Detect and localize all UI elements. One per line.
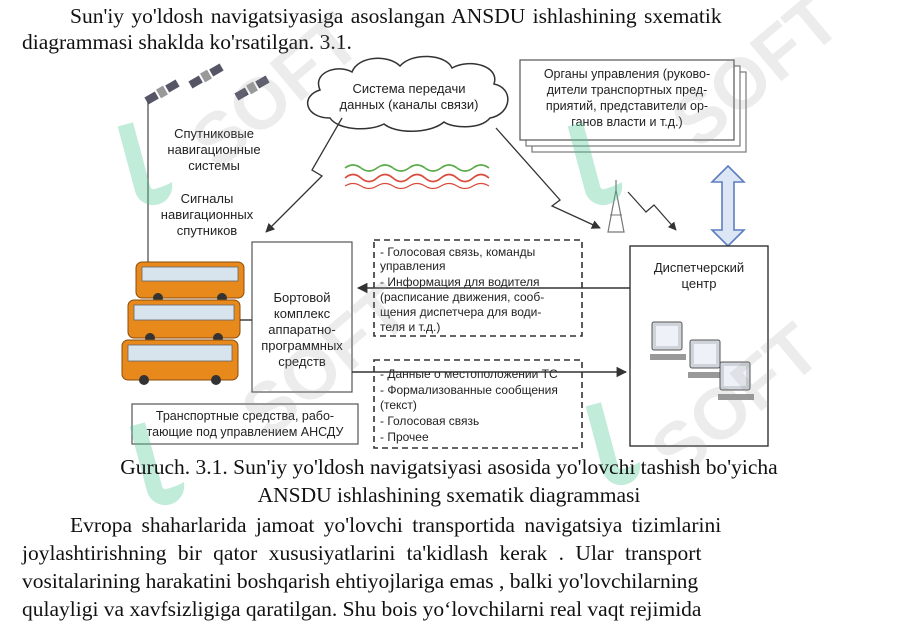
- onboard-complex-box: [251, 241, 353, 393]
- buses-icon: [121, 261, 245, 385]
- antenna-tower-icon: [607, 180, 625, 233]
- to-vehicle-line-3: - Информация для водителя: [380, 275, 539, 289]
- figure-caption-line-1: Guruch. 3.1. Sun'iy yo'ldosh navigatsiya…: [120, 455, 778, 479]
- red-wave: [344, 173, 490, 183]
- to-vehicle-line-6: теля и т.д.): [380, 320, 440, 334]
- to-vehicle-line-4: (расписание движения, сооб-: [380, 290, 544, 304]
- figure-caption-line-2: ANSDU ishlashining sxematik diagrammasi: [257, 483, 641, 507]
- signals-label-3: спутников: [177, 223, 237, 238]
- vehicles-line-1: Транспортные средства, рабо-: [156, 409, 334, 423]
- to-center-line-4: - Голосовая связь: [380, 414, 479, 428]
- to-center-line-1: - Данные о местоположении ТС: [380, 367, 558, 381]
- cloud-title-1: Система передачи: [353, 81, 466, 96]
- data-transmission-cloud: Система передачи данных (каналы связи): [306, 55, 509, 132]
- intro-paragraph: Sun'iy yo'ldosh navigatsiyasiga asoslang…: [0, 0, 898, 60]
- to-center-line-2: - Формализованные сообщения: [380, 383, 558, 397]
- dispatch-line-2: центр: [682, 276, 717, 291]
- authorities-line-4: ганов власти и т.д.): [571, 115, 682, 129]
- green-wave: [344, 164, 490, 172]
- vehicles-line-2: тающие под управлением АНСДУ: [147, 425, 344, 439]
- to-vehicle-line-2: управления: [380, 259, 445, 273]
- authorities-box: Органы управления (руково- дители трансп…: [519, 59, 747, 153]
- signals-label-1: Сигналы: [181, 191, 234, 206]
- to-vehicle-line-1: - Голосовая связь, команды: [380, 245, 535, 259]
- body-line-2: joylashtirishning bir qator xususiyatlar…: [22, 540, 868, 566]
- tower-link: [627, 191, 677, 231]
- body-line-1-text: Evropa shaharlarida jamoat yo'lovchi tra…: [70, 513, 722, 537]
- to-center-box: [373, 359, 583, 449]
- computers-icon: [650, 321, 754, 400]
- cloud-to-onboard-link: [265, 117, 343, 233]
- onboard-line-4: программных: [261, 338, 343, 353]
- body-line-2-text: joylashtirishning bir qator xususiyatlar…: [22, 541, 702, 565]
- cloud-title-2: данных (каналы связи): [340, 97, 479, 112]
- to-vehicle-line-5: щения диспетчера для води-: [380, 305, 541, 319]
- authorities-line-1: Органы управления (руково-: [544, 67, 710, 81]
- satellites-label-2: навигационные: [167, 142, 260, 157]
- satellites-label-1: Спутниковые: [174, 126, 254, 141]
- to-center-line-5: - Прочее: [380, 430, 429, 444]
- onboard-line-2: комплекс: [274, 306, 331, 321]
- red-wave-2: [344, 182, 490, 190]
- intro-line-1-text: Sun'iy yo'ldosh navigatsiyasiga asoslang…: [70, 4, 722, 28]
- body-line-4: qulayligi va xavfsizligiga qaratilgan. S…: [22, 596, 868, 622]
- body-line-1: Evropa shaharlarida jamoat yo'lovchi tra…: [70, 512, 868, 538]
- cloud-to-center-link: [495, 127, 601, 229]
- vehicles-box: [131, 403, 359, 445]
- body-line-3-text: vositalarining harakatini boshqarish eht…: [22, 569, 699, 593]
- dispatch-line-1: Диспетчерский: [654, 260, 744, 275]
- body-line-3: vositalarining harakatini boshqarish eht…: [22, 568, 868, 594]
- intro-line-1: Sun'iy yo'ldosh navigatsiyasiga asoslang…: [70, 3, 868, 29]
- onboard-line-5: средств: [278, 354, 326, 369]
- authorities-line-2: дители транспортных пред-: [547, 83, 708, 97]
- to-center-line-3: (текст): [380, 398, 417, 412]
- satellites-label-3: системы: [188, 158, 240, 173]
- signals-label-2: навигационных: [161, 207, 254, 222]
- onboard-line-3: аппаратно-: [268, 322, 335, 337]
- authorities-line-3: приятий, представители ор-: [546, 99, 708, 113]
- onboard-line-1: Бортовой: [274, 290, 331, 305]
- intro-line-2: diagrammasi shakldа ko'rsatilgan. 3.1.: [22, 30, 352, 54]
- authorities-center-double-arrow: [710, 164, 746, 248]
- body-line-4-text: qulayligi va xavfsizligiga qaratilgan. S…: [22, 597, 702, 621]
- satellites-icon: [144, 63, 270, 105]
- body-paragraph: Evropa shaharlarida jamoat yo'lovchi tra…: [0, 512, 898, 640]
